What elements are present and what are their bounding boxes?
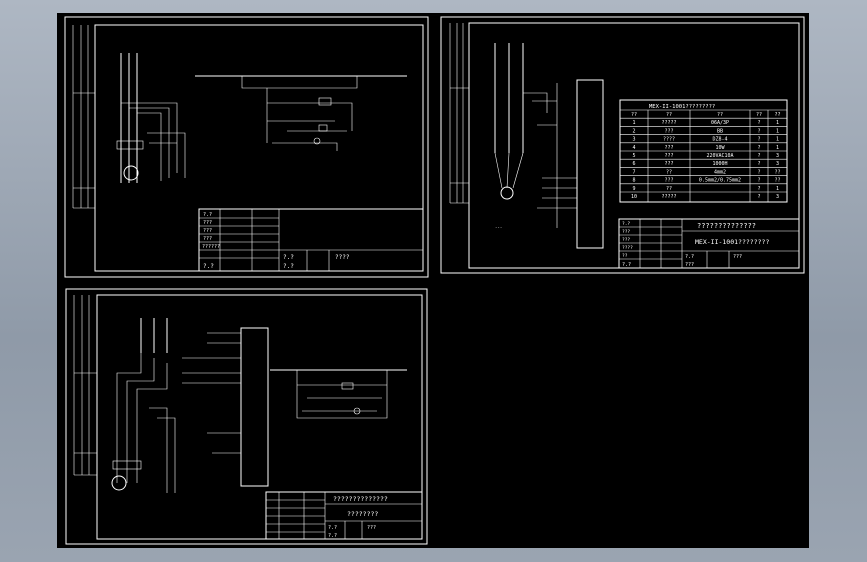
sheet-bottom-left: ?????????????? ???????? ?.? ?.? ???: [65, 288, 428, 545]
parts-header-cell: ??: [774, 112, 780, 118]
parts-header-cell: ??: [631, 112, 637, 118]
sheet-top-left: ?.? ??? ??? ??? ?????? ?.? ?.? ?.? ????: [64, 16, 429, 278]
parts-cell: ????: [663, 137, 675, 143]
parts-cell: 0.5mm2/0.75mm2: [699, 178, 741, 184]
parts-cell: 6: [632, 161, 635, 167]
parts-cell: 3: [776, 194, 779, 200]
parts-table: MEX-II-1001????????? ??????????1?????06A…: [619, 99, 788, 203]
parts-cell: 2: [632, 128, 635, 134]
parts-header-cell: ??: [666, 112, 672, 118]
tr-small-3: ???: [733, 254, 742, 260]
parts-cell: 4mm2: [714, 169, 726, 175]
tr-label-3: ???: [622, 237, 630, 243]
parts-cell: ???: [664, 161, 673, 167]
parts-cell: ?: [757, 137, 760, 143]
tr-label-8: ?.?: [622, 262, 631, 268]
parts-cell: ?: [757, 178, 760, 184]
drawing-canvas: ?.? ??? ??? ??? ?????? ?.? ?.? ?.? ???? …: [57, 13, 809, 548]
tr-label-1: ?.?: [622, 221, 630, 227]
tr-label-4: ????: [622, 245, 633, 251]
parts-cell: 9: [632, 186, 635, 192]
parts-cell: DZ8-4: [712, 137, 727, 143]
tl-label-2: ???: [203, 220, 212, 226]
cad-drawing: ?.? ??? ??? ??? ?????? ?.? ?.? ?.? ???? …: [64, 16, 805, 545]
parts-cell: 1: [776, 145, 779, 151]
parts-header-cell: ??: [717, 112, 723, 118]
parts-cell: 3: [776, 161, 779, 167]
tr-small-2: ???: [685, 262, 694, 268]
parts-cell: 3: [776, 153, 779, 159]
parts-cell: 10W: [715, 145, 725, 151]
sheet-right: --- MEX-II-1001????????? ??????????1????…: [440, 16, 805, 274]
parts-cell: 7: [632, 169, 635, 175]
bl-subtitle: ????????: [347, 510, 378, 518]
bl-heading: ??????????????: [333, 495, 388, 503]
tr-label-2: ???: [622, 229, 630, 235]
parts-cell: ?: [757, 128, 760, 134]
parts-cell: ?: [757, 169, 760, 175]
bl-bottom-2: ?.?: [328, 533, 337, 539]
parts-cell: 5: [632, 153, 635, 159]
tr-label-5: ??: [622, 253, 628, 259]
tl-bottom-1: ?.?: [283, 254, 294, 261]
parts-cell: 1: [776, 186, 779, 192]
parts-cell: 1: [776, 137, 779, 143]
parts-cell: 06A/3P: [711, 120, 729, 126]
tl-label-6: ?.?: [203, 263, 214, 270]
parts-cell: 1: [632, 120, 635, 126]
parts-cell: 1: [776, 128, 779, 134]
parts-cell: ?????: [661, 120, 676, 126]
parts-cell: ???: [664, 178, 673, 184]
parts-cell: ??: [774, 169, 780, 175]
parts-cell: ???: [664, 153, 673, 159]
bl-bottom-3: ???: [367, 525, 376, 531]
parts-header-cell: ??: [756, 112, 762, 118]
parts-cell: 220VAC10A: [706, 153, 733, 159]
parts-cell: 10: [631, 194, 637, 200]
parts-cell: ???: [664, 128, 673, 134]
tl-label-4: ???: [203, 236, 212, 242]
parts-cell: 1000H: [712, 161, 727, 167]
parts-cell: ??: [666, 169, 672, 175]
parts-cell: ?: [757, 194, 760, 200]
tr-note: ---: [495, 225, 502, 230]
tr-heading: ??????????????: [697, 222, 756, 230]
tr-small-1: ?.?: [685, 254, 694, 260]
tl-label-3: ???: [203, 228, 212, 234]
tl-label-1: ?.?: [203, 212, 212, 218]
bl-bottom-1: ?.?: [328, 525, 337, 531]
parts-cell: 3: [632, 137, 635, 143]
parts-cell: 4: [632, 145, 635, 151]
parts-cell: ?: [757, 186, 760, 192]
tl-bottom-2: ?.?: [283, 263, 294, 270]
parts-cell: ???: [664, 145, 673, 151]
parts-cell: BB: [717, 128, 723, 134]
parts-table-title: MEX-II-1001?????????: [649, 104, 715, 110]
tl-label-5: ??????: [202, 244, 220, 250]
parts-cell: ?: [757, 161, 760, 167]
parts-cell: ?????: [661, 194, 676, 200]
parts-cell: ?: [757, 153, 760, 159]
parts-cell: 1: [776, 120, 779, 126]
tr-drawing-no: MEX-II-1001????????: [695, 238, 769, 246]
tl-bottom-3: ????: [335, 254, 350, 261]
parts-cell: ?: [757, 120, 760, 126]
parts-cell: ?: [757, 145, 760, 151]
parts-cell: ??: [774, 178, 780, 184]
parts-cell: 8: [632, 178, 635, 184]
parts-cell: ??: [666, 186, 672, 192]
